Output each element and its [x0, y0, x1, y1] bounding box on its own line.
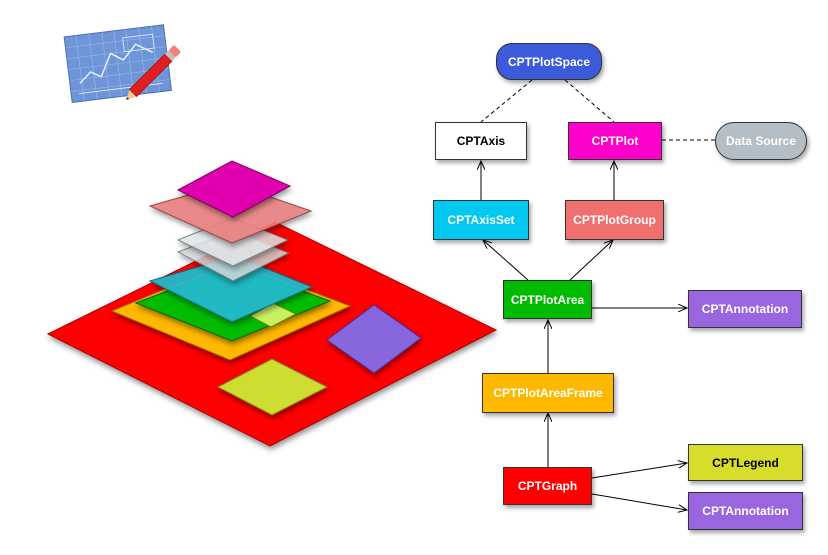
node-cptaxisset: CPTAxisSet [433, 200, 529, 240]
legend-layer [216, 358, 329, 416]
annotation-layer [326, 304, 422, 374]
node-cptplot: CPTPlot [568, 122, 662, 160]
axis-set-layer [148, 255, 314, 323]
axis-layer [176, 230, 291, 282]
arrow-graph-legend [591, 463, 687, 479]
plot-group-layer [148, 182, 313, 244]
arrow-graph-annotation [591, 493, 687, 510]
plot-area-inner-layer [248, 302, 298, 328]
node-cptgraph: CPTGraph [503, 467, 592, 505]
node-cptannotation-top: CPTAnnotation [688, 290, 802, 328]
arrow-plotarea-axisset [483, 240, 529, 281]
node-cptlegend: CPTLegend [688, 444, 803, 481]
plot-area-frame-layer [110, 260, 352, 361]
node-cptplotgroup: CPTPlotGroup [565, 200, 664, 240]
graph-layer [46, 221, 498, 447]
node-cptannotation-bottom: CPTAnnotation [688, 492, 803, 530]
plot-area-layer [134, 265, 332, 342]
node-cptaxis: CPTAxis [435, 122, 527, 160]
node-cptplotspace: CPTPlotSpace [496, 43, 602, 80]
node-data-source: Data Source [715, 122, 807, 160]
arrow-plotarea-plotgroup [569, 240, 613, 281]
dashed-link-plotspace-axis [480, 79, 533, 123]
dashed-link-plotspace-plot [564, 79, 615, 123]
axis-layer-2 [176, 217, 290, 267]
plot-layer [176, 160, 292, 218]
node-cptplotarea: CPTPlotArea [503, 280, 592, 319]
node-cptplotareaframe: CPTPlotAreaFrame [482, 373, 614, 413]
